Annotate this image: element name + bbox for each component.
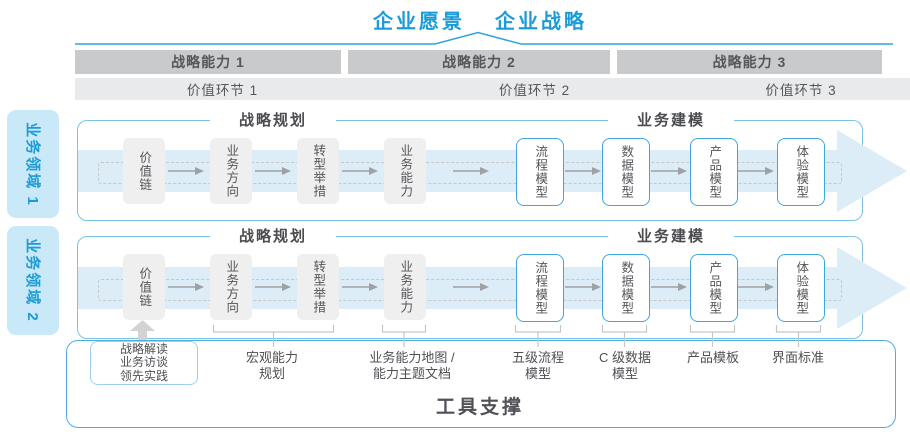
- practice-line: 业务访谈: [119, 355, 168, 370]
- value-chain-box: 价值链: [123, 254, 165, 320]
- flow-arrow-icon: [255, 283, 291, 291]
- dashed-track: [98, 162, 842, 184]
- annotation-data-model: C 级数据 模型: [598, 350, 651, 381]
- tool-support-panel: [66, 340, 896, 428]
- annotation-capability-map: 业务能力地图 / 能力主题文档: [369, 350, 455, 381]
- practice-input-box: 战略解读 业务访谈 领先实践: [90, 341, 198, 385]
- strategy-title: 企业战略: [495, 11, 587, 33]
- business-capability-box: 业务能力: [384, 138, 426, 204]
- product-model-box: 产品模型: [690, 254, 738, 322]
- value-link-chevron-1: 价值环节 1: [75, 78, 392, 100]
- capability-bar-1: 战略能力 1: [75, 50, 341, 74]
- transformation-initiative-box: 转型举措: [297, 138, 339, 204]
- practice-line: 领先实践: [119, 368, 168, 383]
- flow-arrow-icon: [738, 283, 774, 291]
- domain-tag-2-label: 业务领域 2: [23, 238, 41, 323]
- product-model-box: 产品模型: [690, 138, 738, 206]
- flow-arrow-icon: [738, 167, 774, 175]
- business-capability-box: 业务能力: [384, 254, 426, 320]
- value-chain-box: 价值链: [123, 138, 165, 204]
- annotation-ui-standard: 界面标准: [771, 350, 824, 365]
- experience-model-box: 体验模型: [777, 254, 825, 322]
- business-direction-box: 业务方向: [210, 138, 252, 204]
- capability-bar-2: 战略能力 2: [348, 50, 610, 74]
- data-model-box: 数据模型: [602, 254, 650, 322]
- domain-1-panel: 战略规划 业务建模 价值链 业务方向 转型举措 业务能力 流程模型 数据模型 产…: [77, 111, 907, 221]
- planning-header: 战略规划: [210, 111, 336, 131]
- page-title: 企业愿景 企业战略: [280, 5, 680, 34]
- experience-model-box: 体验模型: [777, 138, 825, 206]
- flow-arrow-icon: [342, 167, 378, 175]
- process-model-box: 流程模型: [516, 254, 564, 322]
- flow-arrow-icon: [168, 167, 204, 175]
- value-link-chevron-3: 价值环节 3: [655, 78, 910, 100]
- flow-arrow-icon: [565, 283, 601, 291]
- business-direction-box: 业务方向: [210, 254, 252, 320]
- domain-tag-1-label: 业务领域 1: [23, 121, 41, 207]
- annotation-macro-capability: 宏观能力 规划: [245, 350, 298, 381]
- domain-tag-1: 业务领域 1: [7, 110, 59, 218]
- value-link-chevron-2: 价值环节 2: [350, 78, 708, 100]
- flow-arrow-icon: [651, 283, 687, 291]
- modeling-header: 业务建模: [608, 227, 734, 247]
- vision-pointer-line: [75, 31, 893, 45]
- practice-line: 战略解读: [119, 341, 168, 356]
- planning-header: 战略规划: [210, 227, 336, 247]
- modeling-header: 业务建模: [608, 111, 734, 131]
- dashed-track: [98, 279, 842, 301]
- annotation-process-model: 五级流程 模型: [511, 350, 564, 381]
- capability-bar-3: 战略能力 3: [617, 50, 882, 74]
- flow-arrow-icon: [168, 283, 204, 291]
- flow-arrow-icon: [453, 283, 489, 291]
- flow-arrow-icon: [453, 167, 489, 175]
- process-model-box: 流程模型: [516, 138, 564, 206]
- domain-2-panel: 战略规划 业务建模 价值链 业务方向 转型举措 业务能力 流程模型 数据模型 产…: [77, 227, 907, 339]
- data-model-box: 数据模型: [602, 138, 650, 206]
- domain-tag-2: 业务领域 2: [7, 226, 59, 335]
- flow-arrow-icon: [651, 167, 687, 175]
- flow-arrow-icon: [342, 283, 378, 291]
- flow-arrow-icon: [565, 167, 601, 175]
- vision-title: 企业愿景: [373, 11, 465, 33]
- flow-arrow-icon: [255, 167, 291, 175]
- transformation-initiative-box: 转型举措: [297, 254, 339, 320]
- annotation-product-template: 产品模板: [686, 350, 739, 365]
- tool-support-title: 工具支撑: [435, 397, 524, 418]
